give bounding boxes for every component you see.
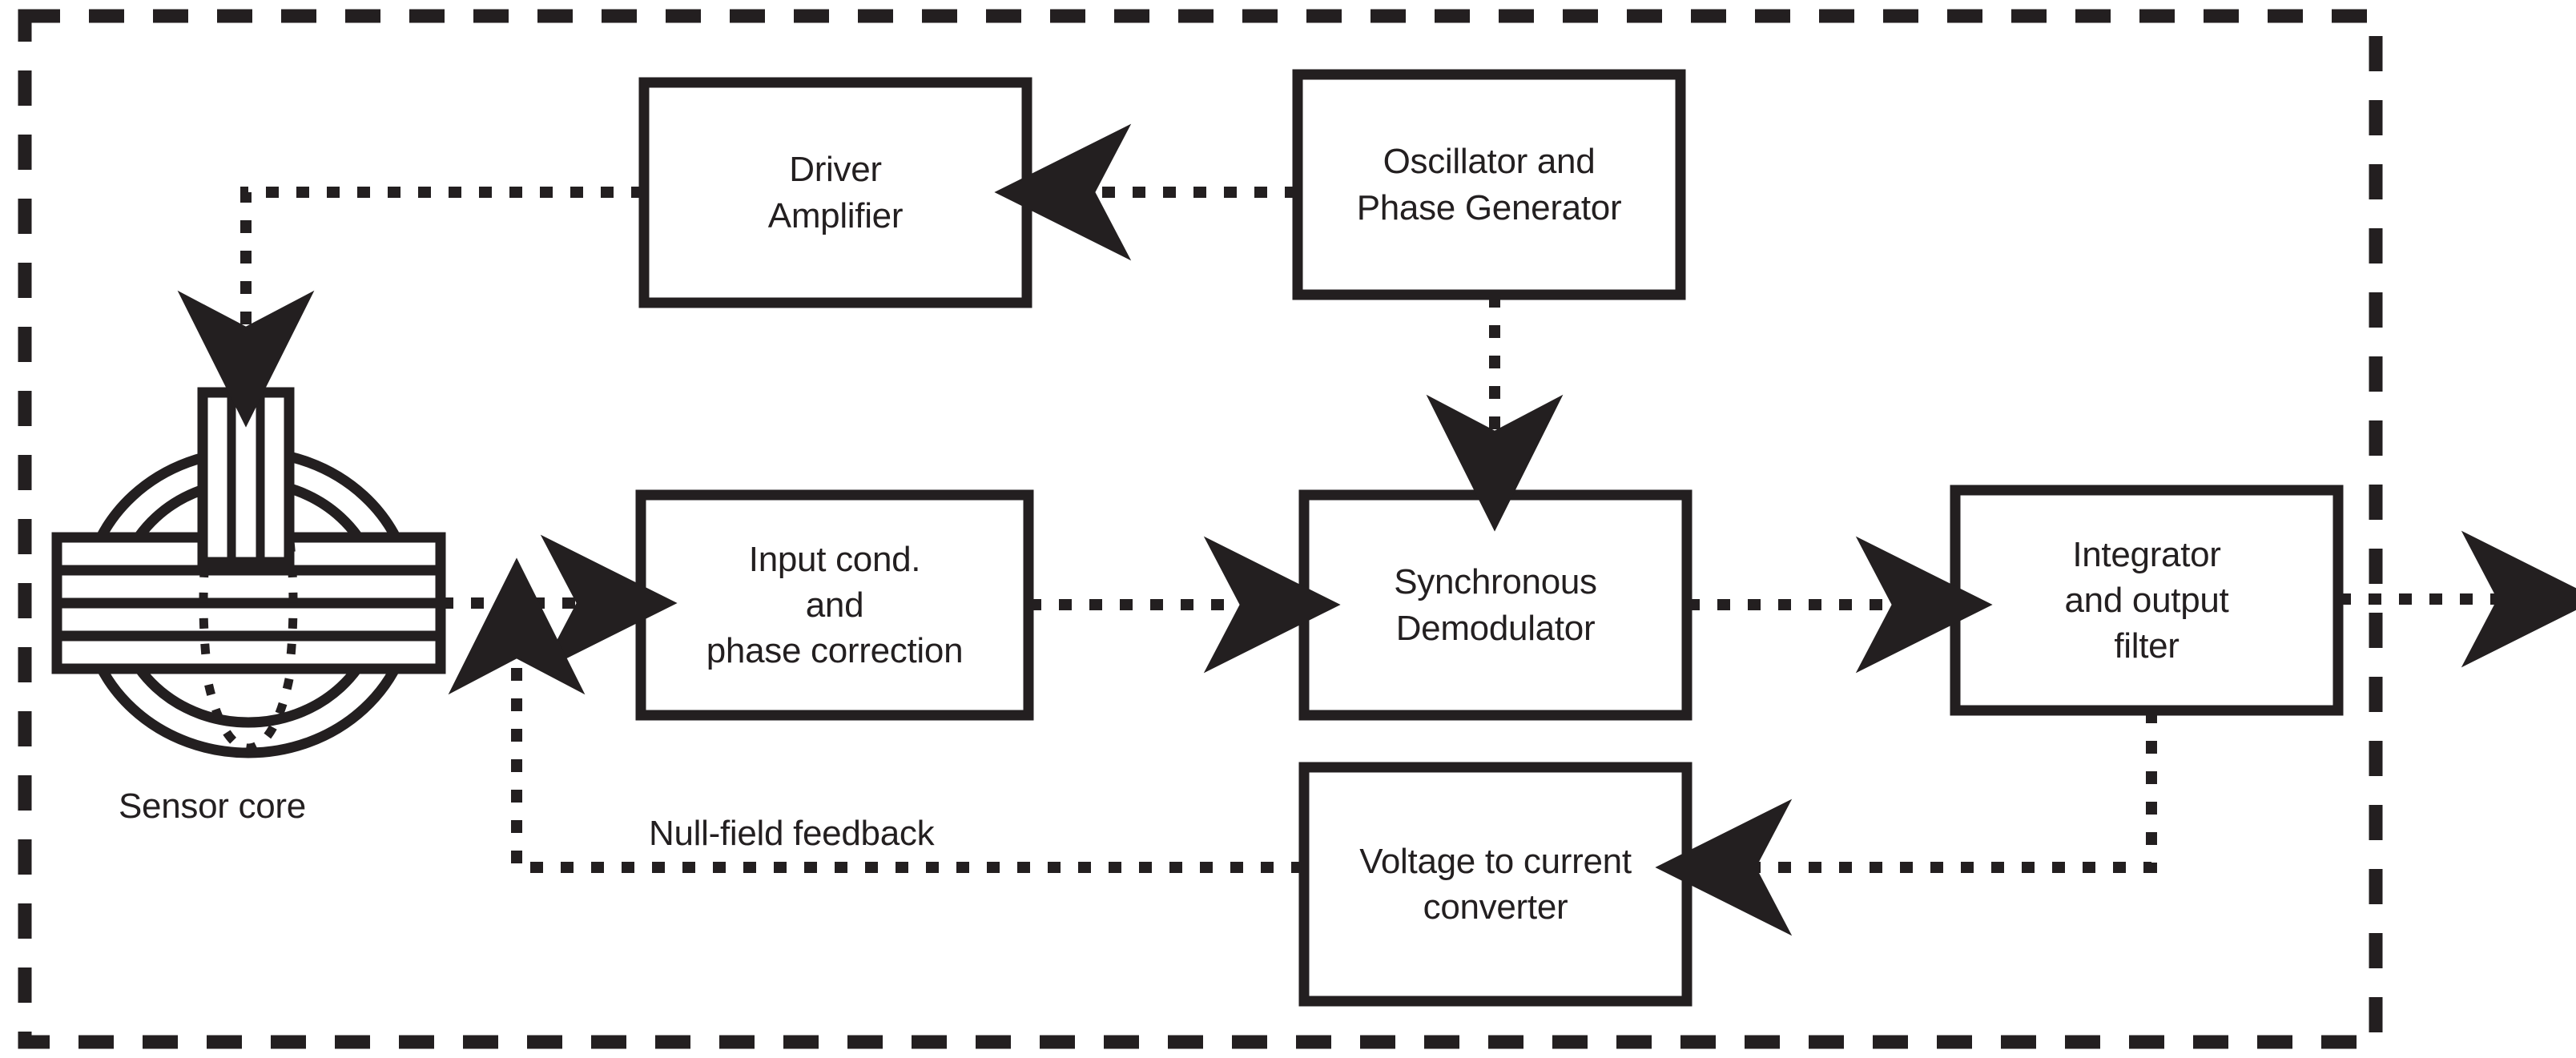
dashed-enclosure	[18, 9, 2383, 1049]
oscillator-and-phase-generator-block[interactable]	[1298, 74, 1680, 295]
sensor-core-caption: Sensor core	[119, 786, 306, 826]
core-dotted-overlay-right	[285, 541, 298, 666]
driver-amplifier-block[interactable]	[644, 82, 1027, 303]
sensor-core-block[interactable]	[54, 376, 447, 761]
oscillator-and-phase-generator-box[interactable]	[1292, 69, 1686, 300]
synchronous-demodulator-block[interactable]	[1304, 495, 1687, 715]
sensor-core-graphic	[51, 387, 446, 758]
input-cond-and-phase-correction-block[interactable]	[641, 495, 1028, 715]
synchronous-demodulator-box[interactable]	[1298, 489, 1693, 721]
connector-integrator-to-voltage-to-current	[1655, 710, 2157, 936]
connector-driver-amplifier-to-sensor	[177, 187, 644, 428]
voltage-to-current-converter-block[interactable]	[1304, 767, 1687, 1001]
input-cond-and-phase-correction-box[interactable]	[635, 489, 1034, 721]
voltage-to-current-converter-box[interactable]	[1298, 762, 1693, 1007]
core-dotted-overlay-left	[199, 541, 211, 666]
integrator-and-output-filter-block[interactable]	[1955, 490, 2338, 710]
null-field-feedback-label: Null-field feedback	[649, 814, 935, 853]
